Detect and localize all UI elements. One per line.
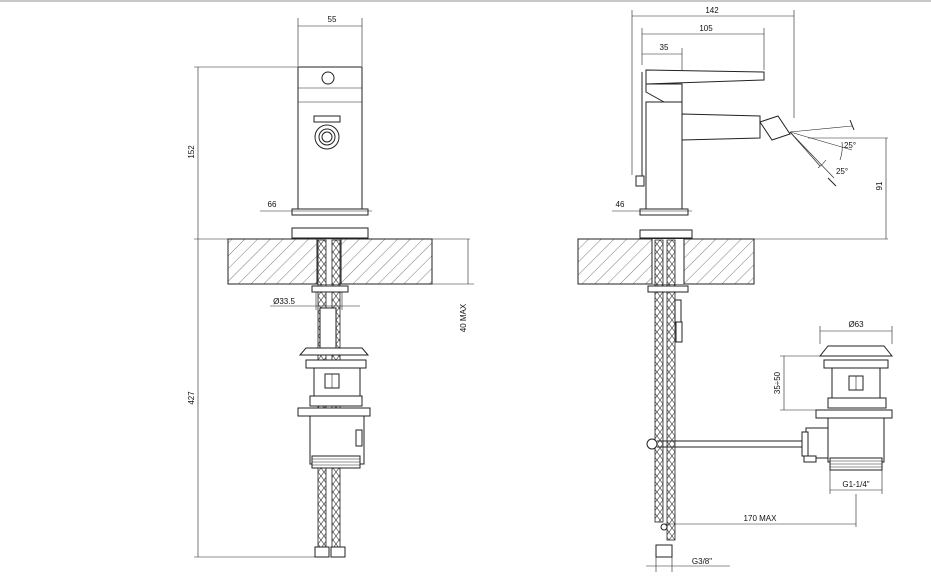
waste-detail: Ø63 35÷50 bbox=[664, 320, 894, 527]
dim-front-height-label: 152 bbox=[187, 145, 196, 159]
dim-side-base: 46 bbox=[612, 200, 692, 212]
dim-cap-diameter-label: Ø63 bbox=[848, 320, 864, 329]
dim-cap-diameter: Ø63 bbox=[819, 320, 893, 344]
hose-side-2 bbox=[666, 239, 676, 541]
dim-front-width-label: 55 bbox=[328, 15, 337, 24]
angle-up-label: 25° bbox=[844, 141, 856, 150]
dim-front-hole: Ø33.5 bbox=[270, 292, 360, 310]
front-view: 55 66 bbox=[187, 15, 474, 558]
dim-rod-length-label: 170 MAX bbox=[744, 514, 778, 523]
dim-hose-thread: G3/8" bbox=[646, 557, 730, 572]
dim-front-height: 152 bbox=[187, 66, 298, 239]
dim-front-base: 66 bbox=[260, 200, 372, 212]
dim-front-deck: 40 MAX bbox=[432, 239, 474, 332]
dim-front-base-label: 66 bbox=[268, 200, 277, 209]
dim-waste-thread-label: G1-1/4" bbox=[842, 480, 869, 489]
dim-waste-thread: G1-1/4" bbox=[829, 470, 883, 494]
hose-side bbox=[654, 239, 664, 523]
dim-side-overall: 142 bbox=[631, 6, 795, 175]
rod-joint-icon bbox=[646, 438, 658, 450]
nozzle-side bbox=[759, 115, 791, 141]
thread-front bbox=[312, 458, 360, 466]
side-view: 142 105 35 bbox=[577, 6, 888, 572]
aerator-knob-icon bbox=[313, 115, 341, 150]
dim-adjustment: 35÷50 bbox=[773, 355, 822, 411]
faucet-body-side bbox=[645, 101, 683, 210]
dim-adjustment-label: 35÷50 bbox=[773, 371, 782, 394]
dim-front-total: 427 bbox=[187, 239, 320, 558]
lever-cap-icon bbox=[321, 71, 335, 85]
dim-rod-length: 170 MAX bbox=[664, 494, 857, 527]
spout-side bbox=[681, 113, 761, 141]
angle-down-label: 25° bbox=[836, 167, 848, 176]
dim-front-width: 55 bbox=[297, 15, 363, 66]
dim-side-height: 91 bbox=[808, 137, 888, 239]
dim-hose-thread-label: G3/8" bbox=[692, 557, 712, 566]
dim-side-overall-label: 142 bbox=[705, 6, 719, 15]
dim-side-lever: 35 bbox=[642, 43, 683, 72]
waste-cap bbox=[818, 345, 894, 357]
dim-side-spout: 105 bbox=[641, 24, 765, 70]
dim-side-spout-label: 105 bbox=[699, 24, 713, 33]
dim-front-total-label: 427 bbox=[187, 391, 196, 405]
dim-front-hole-label: Ø33.5 bbox=[273, 297, 295, 306]
thread-waste bbox=[830, 460, 882, 468]
dim-side-height-label: 91 bbox=[875, 181, 884, 190]
lever-handle-side bbox=[645, 69, 765, 85]
spray-angle-lines bbox=[789, 119, 855, 187]
dim-side-base-label: 46 bbox=[616, 200, 625, 209]
dim-front-deck-label: 40 MAX bbox=[459, 303, 468, 332]
dim-side-lever-label: 35 bbox=[660, 43, 669, 52]
